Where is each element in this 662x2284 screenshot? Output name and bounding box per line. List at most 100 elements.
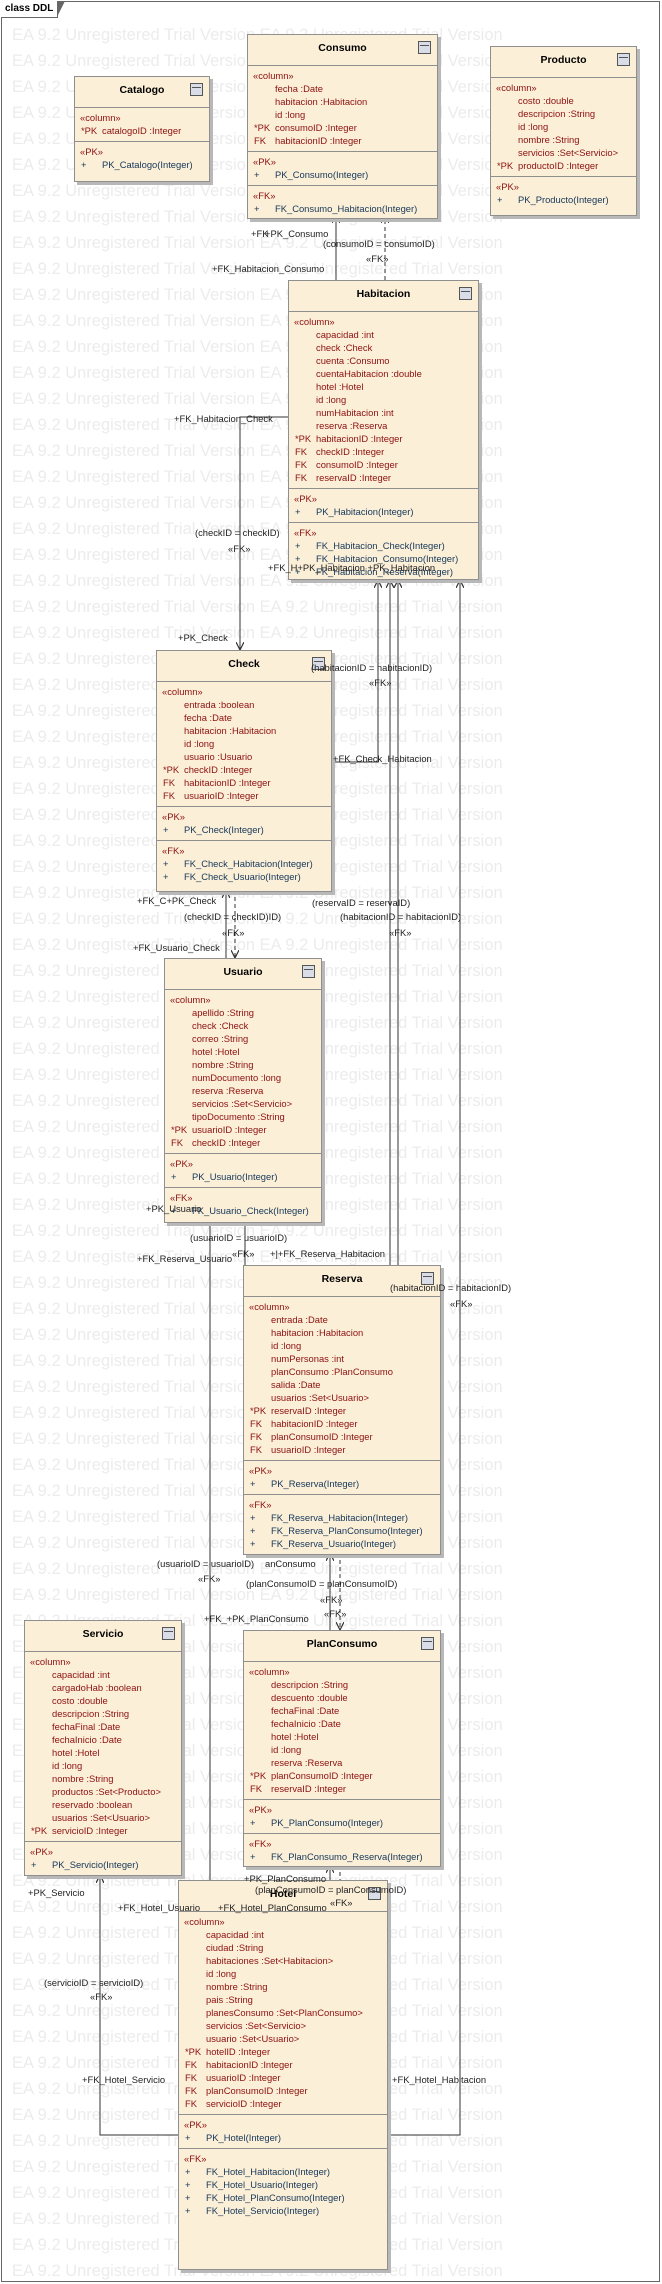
column-row: reserva :Reserva: [244, 1756, 440, 1769]
operation-row: +PK_Servicio(Integer): [25, 1858, 181, 1871]
member-text: checkID :Integer: [192, 1137, 261, 1148]
member-prefix: *PK: [81, 125, 98, 136]
stereotype: «column»: [249, 1301, 290, 1312]
member-prefix: *PK: [163, 764, 180, 775]
column-row: usuario :Set<Usuario>: [179, 2032, 387, 2045]
column-row: capacidad :int: [25, 1668, 181, 1681]
member-text: reservaID :Integer: [271, 1783, 347, 1794]
conn-label: +FK: [251, 228, 269, 239]
member-text: fechaInicio :Date: [271, 1718, 341, 1729]
conn-label: «FK»: [324, 1608, 347, 1619]
column-row: hotel :Hotel: [289, 380, 478, 393]
class-icon: [312, 657, 325, 670]
column-row: nombre :String: [165, 1058, 321, 1071]
stereotype: «PK»: [80, 146, 103, 157]
stereotype: «FK»: [249, 1838, 272, 1849]
stereotype: «FK»: [253, 190, 276, 201]
operation-row: +FK_Reserva_PlanConsumo(Integer): [244, 1524, 440, 1537]
member-text: descripcion :String: [52, 1708, 130, 1719]
member-text: habitacion :Habitacion: [271, 1327, 364, 1338]
member-prefix: FK: [185, 2098, 197, 2109]
column-row: tipoDocumento :String: [165, 1110, 321, 1123]
stereotype: «PK»: [162, 811, 185, 822]
column-row: capacidad :int: [179, 1928, 387, 1941]
conn-label: +FK_Usuario_Check: [133, 942, 220, 953]
class-name: Consumo: [248, 35, 437, 66]
member-prefix: FK: [295, 459, 307, 470]
conn-label: «FK»: [222, 927, 245, 938]
member-text: fechaFinal :Date: [52, 1721, 121, 1732]
conn-label: «FK»: [330, 1897, 353, 1908]
column-row: numHabitacion :int: [289, 406, 478, 419]
member-text: habitacionID :Integer: [316, 433, 403, 444]
class-title: Usuario: [223, 966, 263, 978]
member-text: PK_Producto(Integer): [518, 194, 609, 205]
member-text: servicios :Set<Servicio>: [206, 2020, 307, 2031]
class-section: «PK»+PK_Hotel(Integer): [179, 2115, 387, 2149]
member-text: tipoDocumento :String: [192, 1111, 285, 1122]
class-title: PlanConsumo: [306, 1638, 378, 1650]
column-row: descripcion :String: [244, 1678, 440, 1691]
column-row: check :Check: [289, 341, 478, 354]
class-title: Reserva: [321, 1273, 363, 1285]
member-prefix: +: [185, 2132, 191, 2143]
class-icon: [368, 1887, 381, 1900]
member-text: FK_Reserva_PlanConsumo(Integer): [271, 1525, 423, 1536]
member-prefix: *PK: [250, 1770, 267, 1781]
member-text: cargadoHab :boolean: [52, 1682, 142, 1693]
member-prefix: *PK: [254, 122, 271, 133]
member-text: correo :String: [192, 1033, 249, 1044]
conn-label: (consumoID = consumoID): [323, 238, 435, 249]
operation-row: +FK_Habitacion_Check(Integer): [289, 539, 478, 552]
member-text: PK_Catalogo(Integer): [102, 159, 193, 170]
member-text: cuenta :Consumo: [316, 355, 390, 366]
operation-row: +PK_Usuario(Integer): [165, 1170, 321, 1183]
conn-label: «FK»: [232, 1248, 255, 1259]
operation-row: +PK_Check(Integer): [157, 823, 331, 836]
class-section: «FK»+FK_Usuario_Check(Integer): [165, 1188, 321, 1221]
conn-label: anConsumo: [265, 1558, 316, 1569]
stereotype: «column»: [249, 1666, 290, 1677]
column-row: hotel :Hotel: [25, 1746, 181, 1759]
operation-row: +PK_PlanConsumo(Integer): [244, 1816, 440, 1829]
member-text: servicioID :Integer: [206, 2098, 282, 2109]
stereotype: «column»: [162, 686, 203, 697]
member-text: hotel :Hotel: [192, 1046, 240, 1057]
column-row: costo :double: [491, 94, 636, 107]
member-text: FK_Habitacion_Check(Integer): [316, 540, 445, 551]
class-icon: [302, 965, 315, 978]
member-text: planConsumoID :Integer: [206, 2085, 308, 2096]
column-row: entrada :boolean: [157, 698, 331, 711]
member-text: reservaID :Integer: [271, 1405, 347, 1416]
class-section: «PK»+PK_PlanConsumo(Integer): [244, 1800, 440, 1834]
member-text: nombre :String: [192, 1059, 254, 1070]
conn-label: +FK_+PK_PlanConsumo: [204, 1613, 309, 1624]
member-prefix: +: [254, 169, 260, 180]
member-prefix: *PK: [497, 160, 514, 171]
column-row: apellido :String: [165, 1006, 321, 1019]
column-row: hotel :Hotel: [244, 1730, 440, 1743]
member-prefix: *PK: [185, 2046, 202, 2057]
member-text: usuarioID :Integer: [206, 2072, 281, 2083]
member-text: hotel :Hotel: [271, 1731, 319, 1742]
column-row: fechaFinal :Date: [25, 1720, 181, 1733]
member-text: numPersonas :int: [271, 1353, 344, 1364]
class-section: «PK»+PK_Producto(Integer): [491, 177, 636, 210]
member-text: PK_Servicio(Integer): [52, 1859, 139, 1870]
